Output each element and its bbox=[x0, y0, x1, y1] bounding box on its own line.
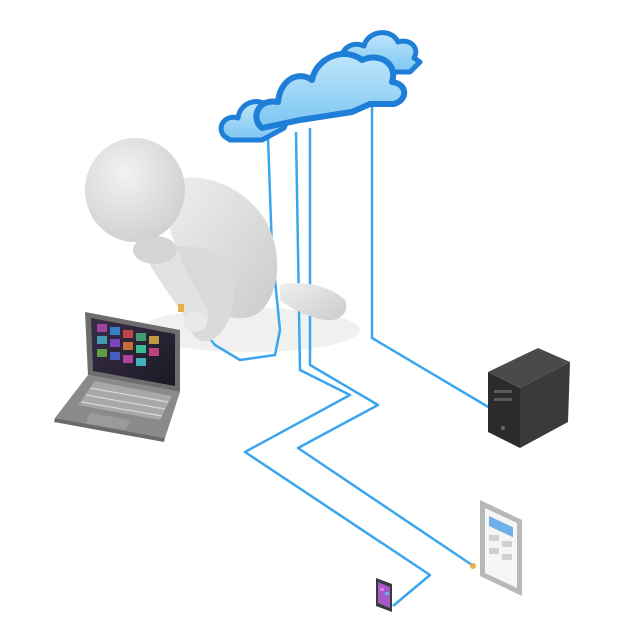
smartphone-icon bbox=[376, 578, 392, 612]
figure-head bbox=[85, 138, 185, 242]
cloud-icon bbox=[218, 30, 423, 143]
desktop-tower-icon bbox=[488, 348, 570, 448]
cloud-main bbox=[253, 51, 408, 131]
cable-phone bbox=[243, 131, 432, 607]
tablet-icon bbox=[470, 500, 522, 596]
laptop-icon bbox=[54, 312, 180, 442]
network-cables bbox=[182, 100, 491, 607]
person-figure bbox=[85, 138, 347, 342]
cable-tower bbox=[370, 100, 491, 410]
